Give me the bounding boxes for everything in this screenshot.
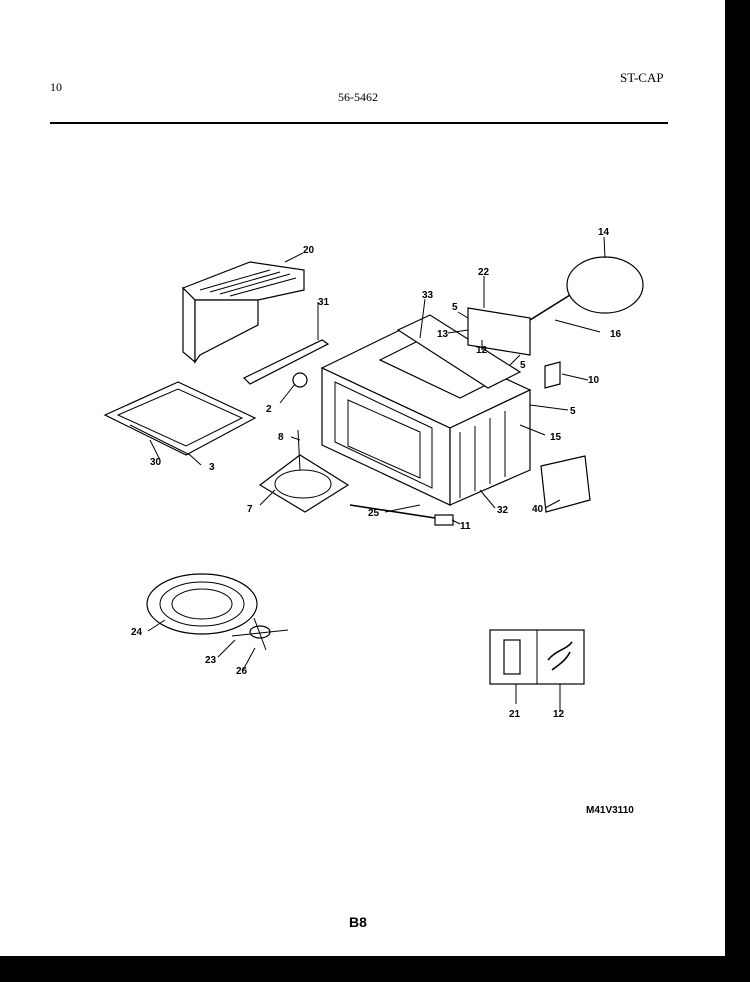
callout-21: 21 — [509, 709, 521, 720]
callout-3: 3 — [209, 462, 215, 473]
callout-12-box: 12 — [553, 709, 565, 720]
callout-11: 11 — [460, 521, 471, 532]
side-plate-part — [540, 455, 591, 513]
page-left-number: 10 — [50, 80, 62, 94]
cabinet-part — [320, 314, 532, 506]
callout-5-top: 5 — [452, 302, 458, 313]
leader-lines — [147, 236, 606, 712]
callout-30: 30 — [150, 457, 162, 468]
callout-2: 2 — [266, 404, 272, 415]
callout-12-top: 12 — [476, 345, 488, 356]
callout-5-mid: 5 — [520, 360, 526, 371]
callout-10: 10 — [588, 375, 600, 386]
screw-part — [292, 372, 308, 388]
cover-panel-part — [544, 361, 561, 389]
callout-23: 23 — [205, 655, 217, 666]
callout-24: 24 — [131, 627, 143, 638]
tray-part — [103, 381, 257, 456]
callout-32: 32 — [497, 505, 509, 516]
foot-part — [434, 514, 454, 526]
parts-sheet: 10 56-5462 ST-CAP — [0, 0, 725, 956]
callout-7: 7 — [247, 504, 253, 515]
callout-8: 8 — [278, 432, 284, 443]
callout-31: 31 — [318, 297, 330, 308]
callout-15: 15 — [550, 432, 562, 443]
callout-26: 26 — [236, 666, 248, 677]
rail-part — [242, 339, 330, 385]
callout-13: 13 — [437, 329, 449, 340]
callout-22: 22 — [478, 267, 490, 278]
callout-25: 25 — [368, 508, 380, 519]
outer-wrapper-part — [181, 261, 305, 364]
accessory-box — [489, 629, 585, 685]
model-number: 56-5462 — [338, 90, 378, 104]
callout-5-right: 5 — [570, 406, 576, 417]
callout-40: 40 — [532, 504, 544, 515]
section-code: ST-CAP — [620, 70, 664, 85]
fan-blade-part — [566, 256, 644, 314]
bracket-part — [467, 307, 531, 356]
callout-33: 33 — [422, 290, 434, 301]
turntable-part — [146, 573, 258, 635]
callout-14: 14 — [598, 227, 610, 238]
diagram-code: M41V3110 — [586, 805, 634, 816]
callout-20: 20 — [303, 245, 315, 256]
stirrer-part — [258, 429, 350, 513]
page-number: B8 — [349, 914, 367, 930]
header-rule — [50, 122, 668, 124]
callout-16: 16 — [610, 329, 622, 340]
roller-support-part — [231, 617, 289, 651]
exploded-view-diagram: 20 31 33 22 14 5 13 12 5 16 10 2 5 15 30… — [103, 227, 644, 720]
